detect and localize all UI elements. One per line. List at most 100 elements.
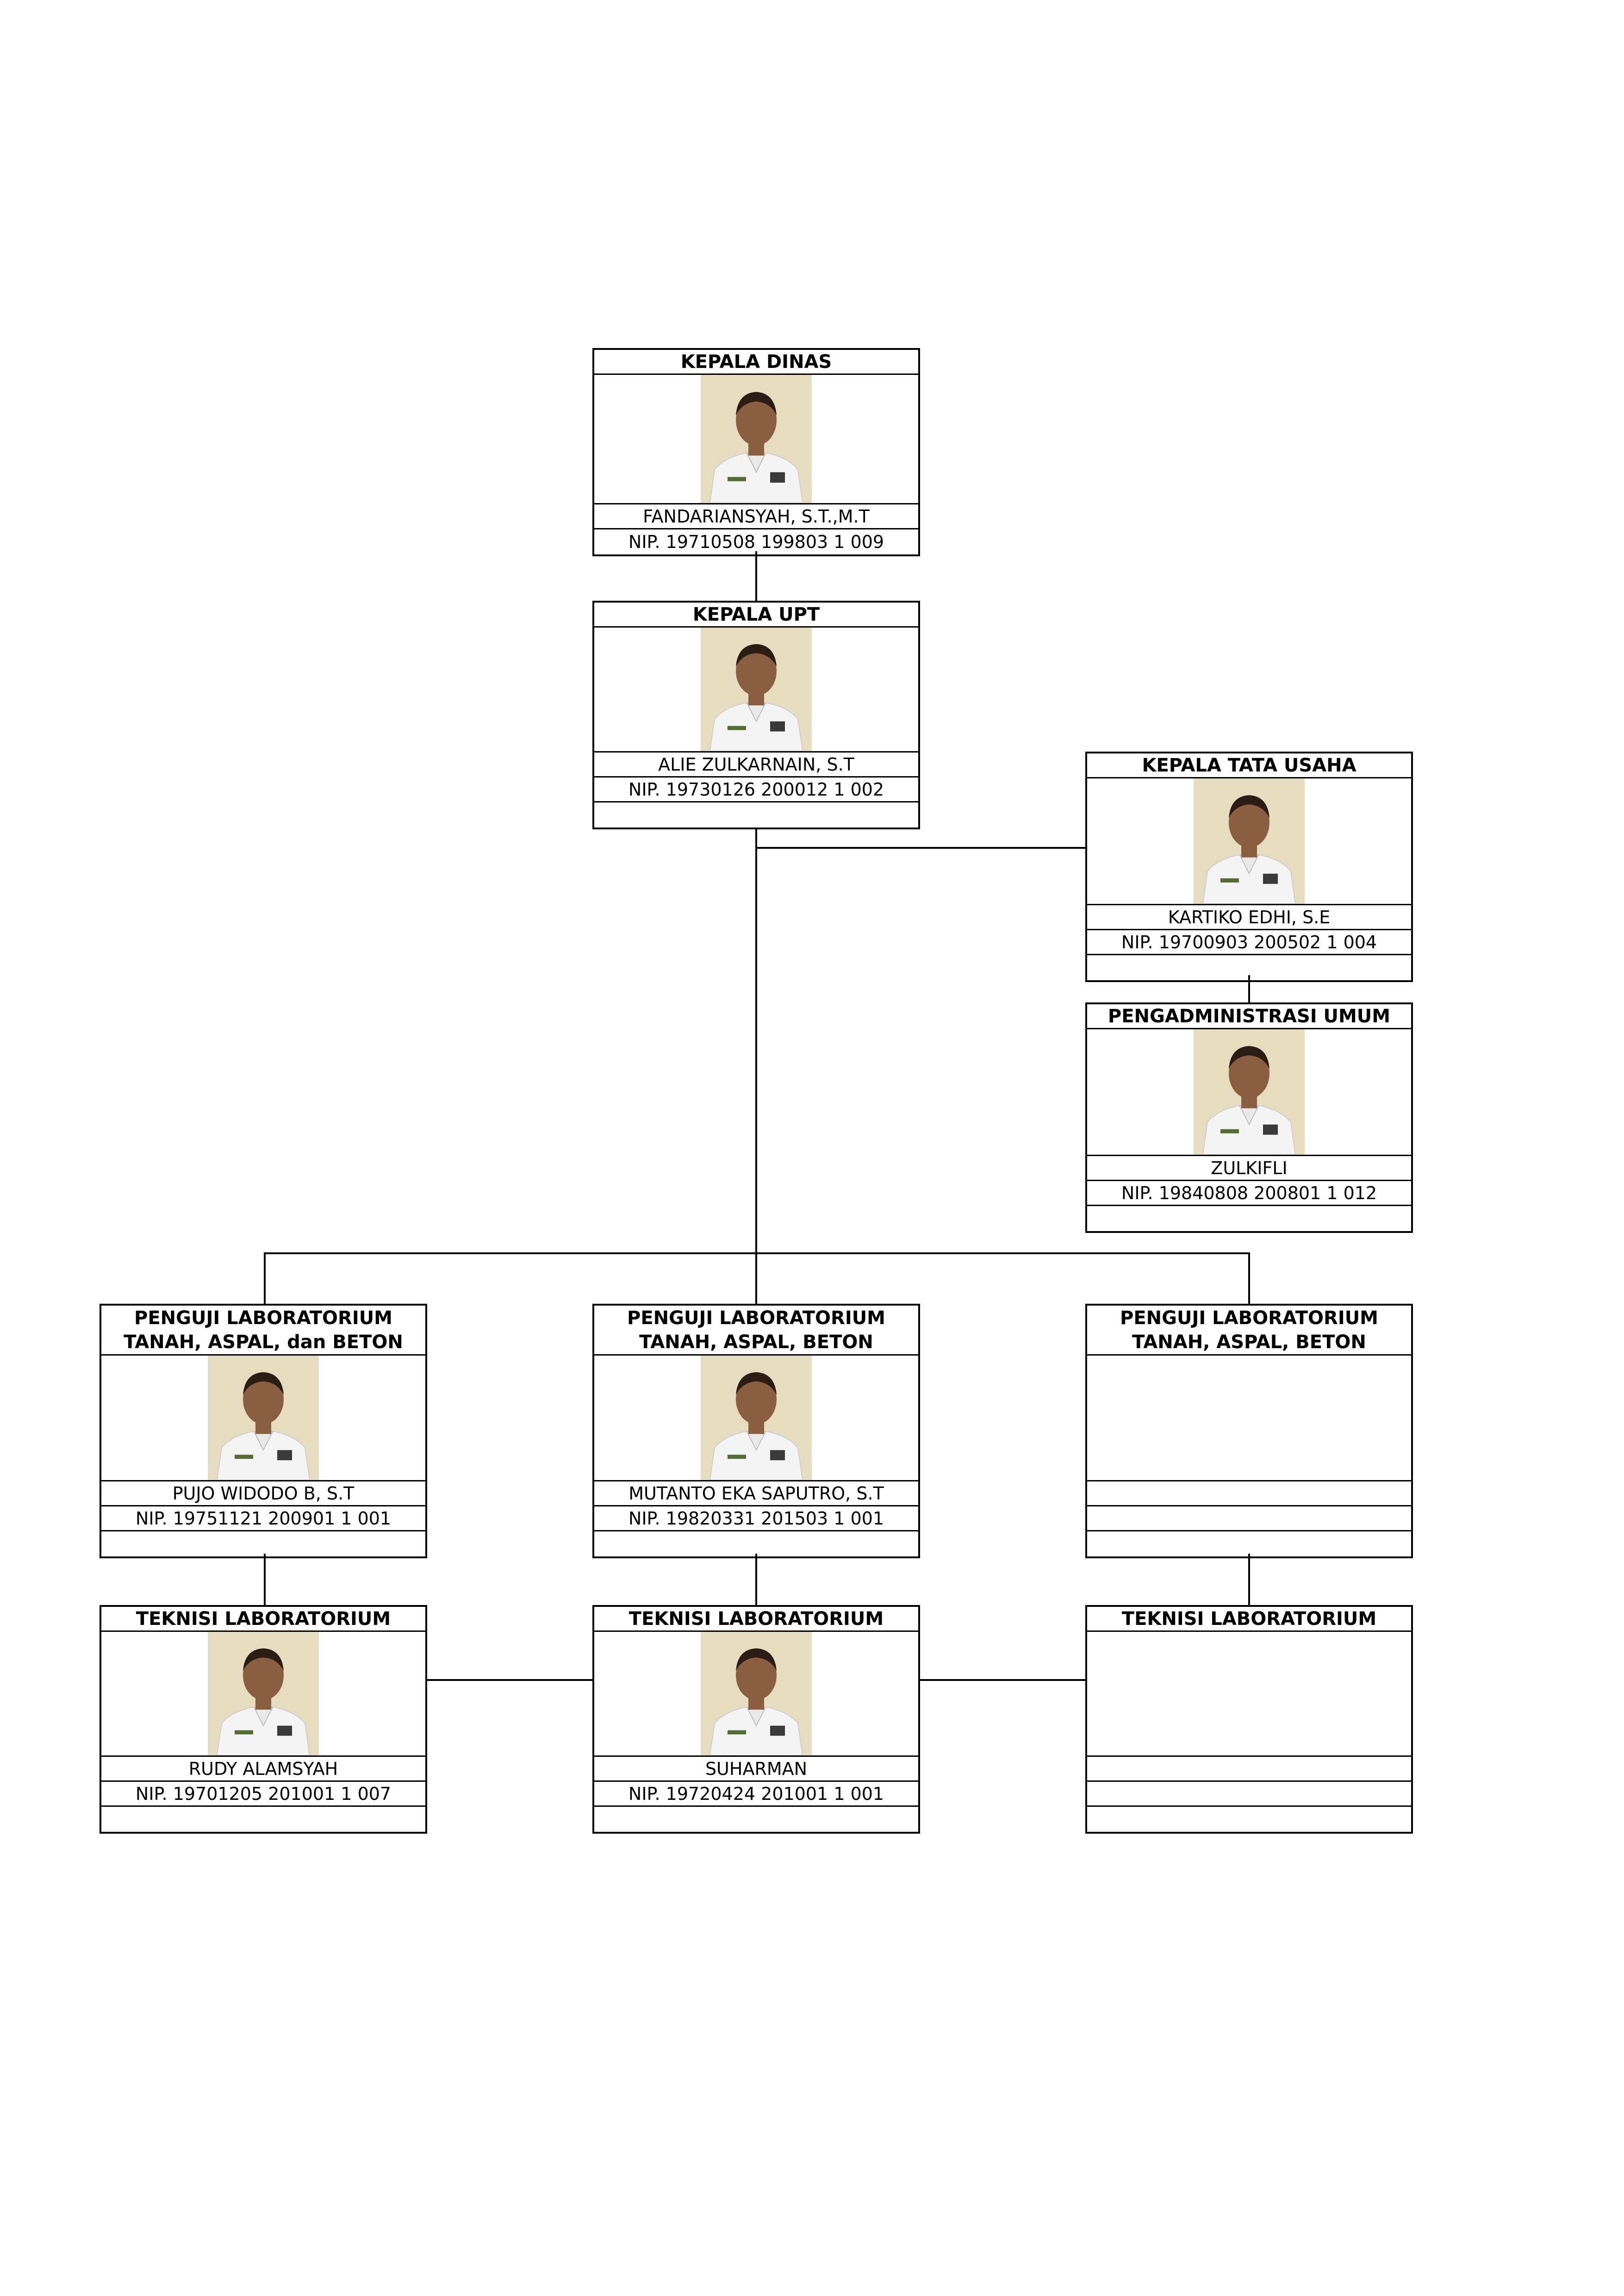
person-name — [1087, 1757, 1411, 1782]
person-name: SUHARMAN — [594, 1757, 918, 1782]
org-box-kepala-dinas: KEPALA DINAS FANDARIANSYAH, S.T.,M.T NIP. … — [592, 348, 920, 556]
photo-cell — [1087, 1356, 1411, 1481]
connector-line — [920, 1679, 1085, 1681]
portrait-photo — [701, 375, 812, 503]
position-title-line: TEKNISI LABORATORIUM — [136, 1608, 391, 1630]
empty-row — [594, 1807, 918, 1832]
portrait-photo — [701, 628, 812, 751]
photo-cell — [594, 1356, 918, 1481]
portrait-svg — [1194, 1029, 1305, 1155]
connector-line — [755, 551, 757, 601]
portrait-photo — [701, 1632, 812, 1755]
person-name: KARTIKO EDHI, S.E — [1087, 905, 1411, 930]
empty-row — [1087, 1206, 1411, 1231]
person-name: MUTANTO EKA SAPUTRO, S.T — [594, 1481, 918, 1506]
portrait-svg — [1194, 778, 1305, 904]
position-title-line: KEPALA DINAS — [680, 351, 832, 373]
position-title-line: TANAH, ASPAL, BETON — [1132, 1331, 1366, 1353]
person-name: ALIE ZULKARNAIN, S.T — [594, 753, 918, 778]
connector-line — [1248, 1252, 1250, 1304]
org-box-teknisi-3: TEKNISI LABORATORIUM — [1085, 1605, 1413, 1834]
portrait-svg — [701, 1632, 812, 1755]
person-name — [1087, 1481, 1411, 1506]
position-title-line: PENGUJI LABORATORIUM — [627, 1307, 885, 1329]
portrait-svg — [701, 628, 812, 751]
portrait-photo — [1194, 1029, 1305, 1155]
person-nip — [1087, 1782, 1411, 1807]
person-name: RUDY ALAMSYAH — [101, 1757, 425, 1782]
connector-line — [264, 1554, 266, 1605]
position-title: KEPALA DINAS — [594, 350, 918, 375]
empty-row — [1087, 1531, 1411, 1556]
position-title: TEKNISI LABORATORIUM — [1087, 1607, 1411, 1632]
portrait-photo — [208, 1632, 319, 1755]
position-title-line: TANAH, ASPAL, BETON — [639, 1331, 873, 1353]
empty-row — [594, 1531, 918, 1556]
connector-line — [264, 1252, 266, 1304]
photo-cell — [594, 375, 918, 504]
person-nip — [1087, 1506, 1411, 1531]
position-title-line: KEPALA UPT — [692, 604, 820, 625]
connector-line — [427, 1679, 592, 1681]
position-title-line: PENGUJI LABORATORIUM — [1120, 1307, 1378, 1329]
empty-row — [101, 1531, 425, 1556]
person-nip: NIP. 19700903 200502 1 004 — [1087, 930, 1411, 955]
connector-line — [1248, 975, 1250, 1002]
portrait-photo — [701, 1356, 812, 1480]
empty-row — [594, 803, 918, 828]
person-nip: NIP. 19720424 201001 1 001 — [594, 1782, 918, 1807]
portrait-svg — [208, 1632, 319, 1755]
position-title-line: TEKNISI LABORATORIUM — [628, 1608, 884, 1630]
photo-cell — [594, 1632, 918, 1757]
photo-cell — [1087, 778, 1411, 905]
person-nip: NIP. 19701205 201001 1 007 — [101, 1782, 425, 1807]
position-title: TEKNISI LABORATORIUM — [594, 1607, 918, 1632]
connector-line — [755, 828, 757, 1253]
position-title-line: KEPALA TATA USAHA — [1142, 754, 1356, 776]
connector-line — [1248, 1554, 1250, 1605]
portrait-svg — [701, 1356, 812, 1480]
photo-cell — [101, 1356, 425, 1481]
person-name: PUJO WIDODO B, S.T — [101, 1481, 425, 1506]
photo-cell — [594, 628, 918, 753]
person-nip: NIP. 19751121 200901 1 001 — [101, 1506, 425, 1531]
person-nip: NIP. 19840808 200801 1 012 — [1087, 1181, 1411, 1206]
position-title: KEPALA TATA USAHA — [1087, 753, 1411, 778]
position-title-line: TANAH, ASPAL, dan BETON — [124, 1331, 403, 1353]
photo-cell — [1087, 1029, 1411, 1156]
connector-line — [755, 1252, 757, 1304]
person-name: ZULKIFLI — [1087, 1156, 1411, 1181]
position-title-line: PENGADMINISTRASI UMUM — [1108, 1005, 1391, 1027]
portrait-svg — [208, 1356, 319, 1480]
person-nip: NIP. 19730126 200012 1 002 — [594, 778, 918, 803]
empty-row — [101, 1807, 425, 1832]
position-title: TEKNISI LABORATORIUM — [101, 1607, 425, 1632]
photo-cell — [1087, 1632, 1411, 1757]
position-title-line: TEKNISI LABORATORIUM — [1121, 1608, 1377, 1630]
person-name: FANDARIANSYAH, S.T.,M.T — [594, 504, 918, 529]
person-nip: NIP. 19820331 201503 1 001 — [594, 1506, 918, 1531]
position-title: PENGADMINISTRASI UMUM — [1087, 1004, 1411, 1029]
portrait-photo — [208, 1356, 319, 1480]
person-nip: NIP. 19710508 199803 1 009 — [628, 532, 884, 552]
empty-row — [1087, 1807, 1411, 1832]
portrait-photo — [1194, 778, 1305, 904]
portrait-svg — [701, 375, 812, 503]
position-title: KEPALA UPT — [594, 603, 918, 628]
connector-line — [755, 847, 1085, 849]
position-title-line: PENGUJI LABORATORIUM — [134, 1307, 392, 1329]
photo-cell — [101, 1632, 425, 1757]
connector-line — [755, 1554, 757, 1605]
